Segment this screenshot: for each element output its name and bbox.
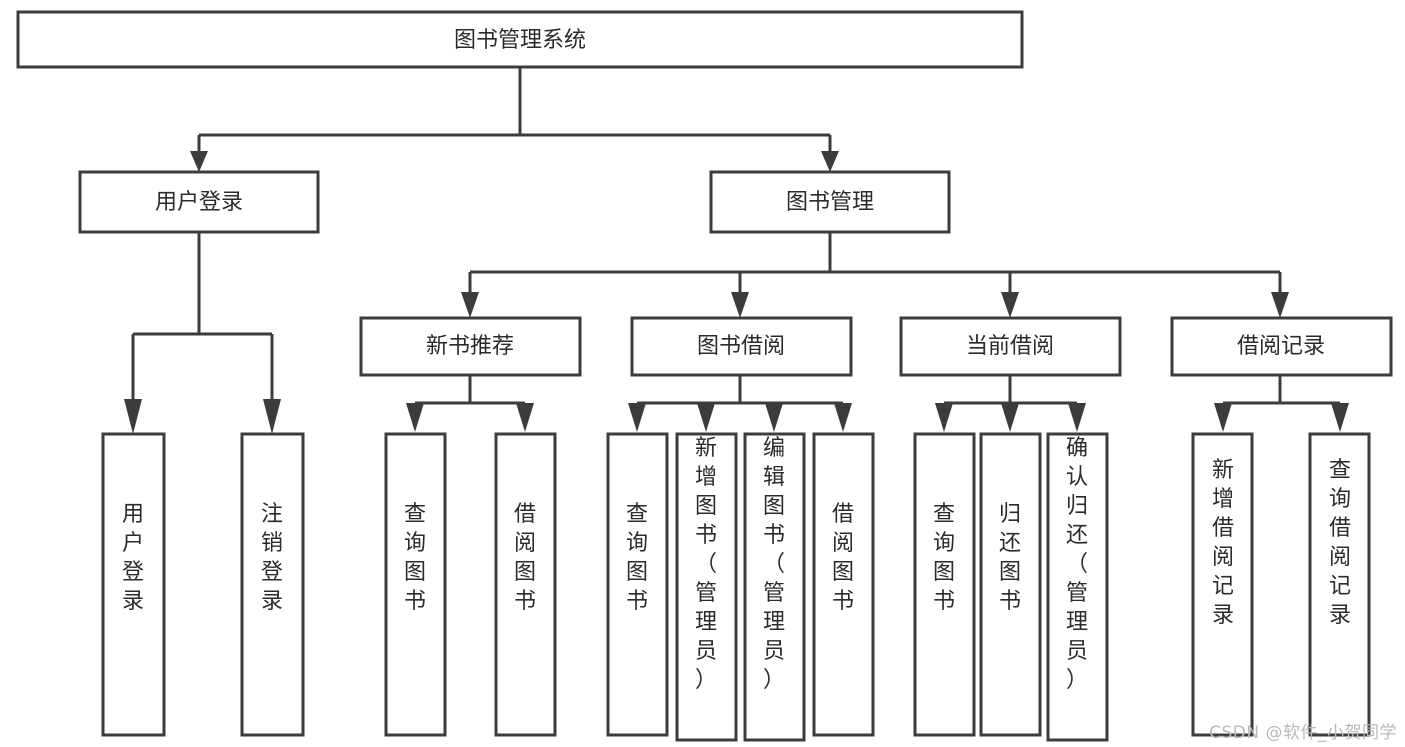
node-user-login-label: 用户登录 (155, 190, 243, 215)
node-leaf-6[interactable]: 新增图书（管理员） (675, 432, 738, 742)
node-new-book-rec-label: 新书推荐 (426, 334, 514, 359)
arrow-head-leaf-5 (628, 403, 646, 432)
node-leaf-12[interactable]: 新增借阅记录 (1191, 432, 1254, 737)
node-leaf-12-label: 新增借阅记录 (1212, 458, 1234, 628)
node-leaf-2-box[interactable] (240, 432, 305, 737)
node-root-label: 图书管理系统 (454, 28, 586, 53)
arrow-head-book-borrow (731, 292, 749, 318)
node-leaf-9-label: 查询图书 (933, 502, 955, 614)
node-borrow-record-label: 借阅记录 (1237, 334, 1325, 359)
arrow-head-leaf-13 (1331, 403, 1349, 432)
arrow-head-new-book-rec (461, 292, 479, 318)
node-leaf-6-box[interactable] (675, 432, 738, 742)
arrow-head-book-manage (821, 151, 839, 172)
node-leaf-9[interactable]: 查询图书 (913, 432, 976, 737)
node-leaf-1-label: 用户登录 (122, 502, 144, 614)
node-leaf-8-box[interactable] (812, 432, 875, 737)
node-leaf-7-box[interactable] (743, 432, 806, 742)
node-book-manage[interactable]: 图书管理 (709, 170, 951, 234)
node-new-book-rec-box[interactable] (359, 316, 582, 377)
node-root-box[interactable] (16, 10, 1024, 69)
arrow-head-leaf-4 (516, 403, 534, 432)
node-book-manage-label: 图书管理 (786, 190, 874, 215)
node-current-borrow-box[interactable] (899, 316, 1122, 377)
arrow-head-leaf-8 (834, 403, 852, 432)
node-book-manage-box[interactable] (709, 170, 951, 234)
node-leaf-3-box[interactable] (384, 432, 447, 737)
node-leaf-13-label: 查询借阅记录 (1329, 458, 1351, 628)
node-book-borrow-box[interactable] (630, 316, 853, 377)
node-leaf-4[interactable]: 借阅图书 (494, 432, 557, 737)
node-leaf-10-box[interactable] (979, 432, 1042, 737)
node-leaf-5[interactable]: 查询图书 (606, 432, 669, 737)
node-current-borrow[interactable]: 当前借阅 (899, 316, 1122, 377)
node-leaf-11-label: 确认归还（管理员） (1066, 436, 1088, 693)
arrow-head-borrow-record (1271, 292, 1289, 318)
arrow-head-leaf-3 (406, 403, 424, 432)
arrow-head-leaf-7 (765, 403, 783, 432)
arrow-head-leaf-1 (124, 399, 142, 434)
node-new-book-rec[interactable]: 新书推荐 (359, 316, 582, 377)
node-leaf-12-box[interactable] (1191, 432, 1254, 737)
node-current-borrow-label: 当前借阅 (966, 334, 1054, 359)
arrow-head-current-borrow (1001, 292, 1019, 318)
arrow-head-leaf-9 (935, 403, 953, 432)
node-leaf-5-box[interactable] (606, 432, 669, 737)
node-leaf-7[interactable]: 编辑图书（管理员） (743, 432, 806, 742)
node-leaf-4-box[interactable] (494, 432, 557, 737)
node-leaf-11-box[interactable] (1046, 432, 1109, 742)
arrow-head-leaf-12 (1214, 403, 1232, 432)
node-leaf-8-label: 借阅图书 (832, 502, 854, 614)
node-leaf-9-box[interactable] (913, 432, 976, 737)
node-leaf-7-label: 编辑图书（管理员） (763, 436, 785, 693)
node-leaf-10-label: 归还图书 (999, 502, 1021, 614)
node-book-borrow-label: 图书借阅 (697, 334, 785, 359)
node-root[interactable]: 图书管理系统 (16, 10, 1024, 69)
node-leaf-4-label: 借阅图书 (514, 502, 536, 614)
node-leaf-11[interactable]: 确认归还（管理员） (1046, 432, 1109, 742)
node-user-login[interactable]: 用户登录 (78, 170, 320, 234)
node-leaf-5-label: 查询图书 (626, 502, 648, 614)
node-leaf-8[interactable]: 借阅图书 (812, 432, 875, 737)
arrow-head-user-login (190, 151, 208, 172)
node-leaf-1-box[interactable] (101, 432, 166, 737)
node-leaf-1[interactable]: 用户登录 (101, 432, 166, 737)
node-leaf-3[interactable]: 查询图书 (384, 432, 447, 737)
node-leaf-10[interactable]: 归还图书 (979, 432, 1042, 737)
arrow-head-leaf-2 (263, 399, 281, 434)
node-leaf-2-label: 注销登录 (261, 502, 283, 614)
arrow-head-leaf-11 (1068, 403, 1086, 432)
node-leaf-3-label: 查询图书 (404, 502, 426, 614)
node-leaf-13[interactable]: 查询借阅记录 (1308, 432, 1371, 737)
node-borrow-record[interactable]: 借阅记录 (1170, 316, 1393, 377)
node-user-login-box[interactable] (78, 170, 320, 234)
node-leaf-13-box[interactable] (1308, 432, 1371, 737)
arrow-head-leaf-10 (1001, 403, 1019, 432)
node-leaf-2[interactable]: 注销登录 (240, 432, 305, 737)
connectors (124, 67, 1349, 434)
node-leaf-6-label: 新增图书（管理员） (695, 436, 717, 693)
node-borrow-record-box[interactable] (1170, 316, 1393, 377)
arrow-head-leaf-6 (697, 403, 715, 432)
node-book-borrow[interactable]: 图书借阅 (630, 316, 853, 377)
